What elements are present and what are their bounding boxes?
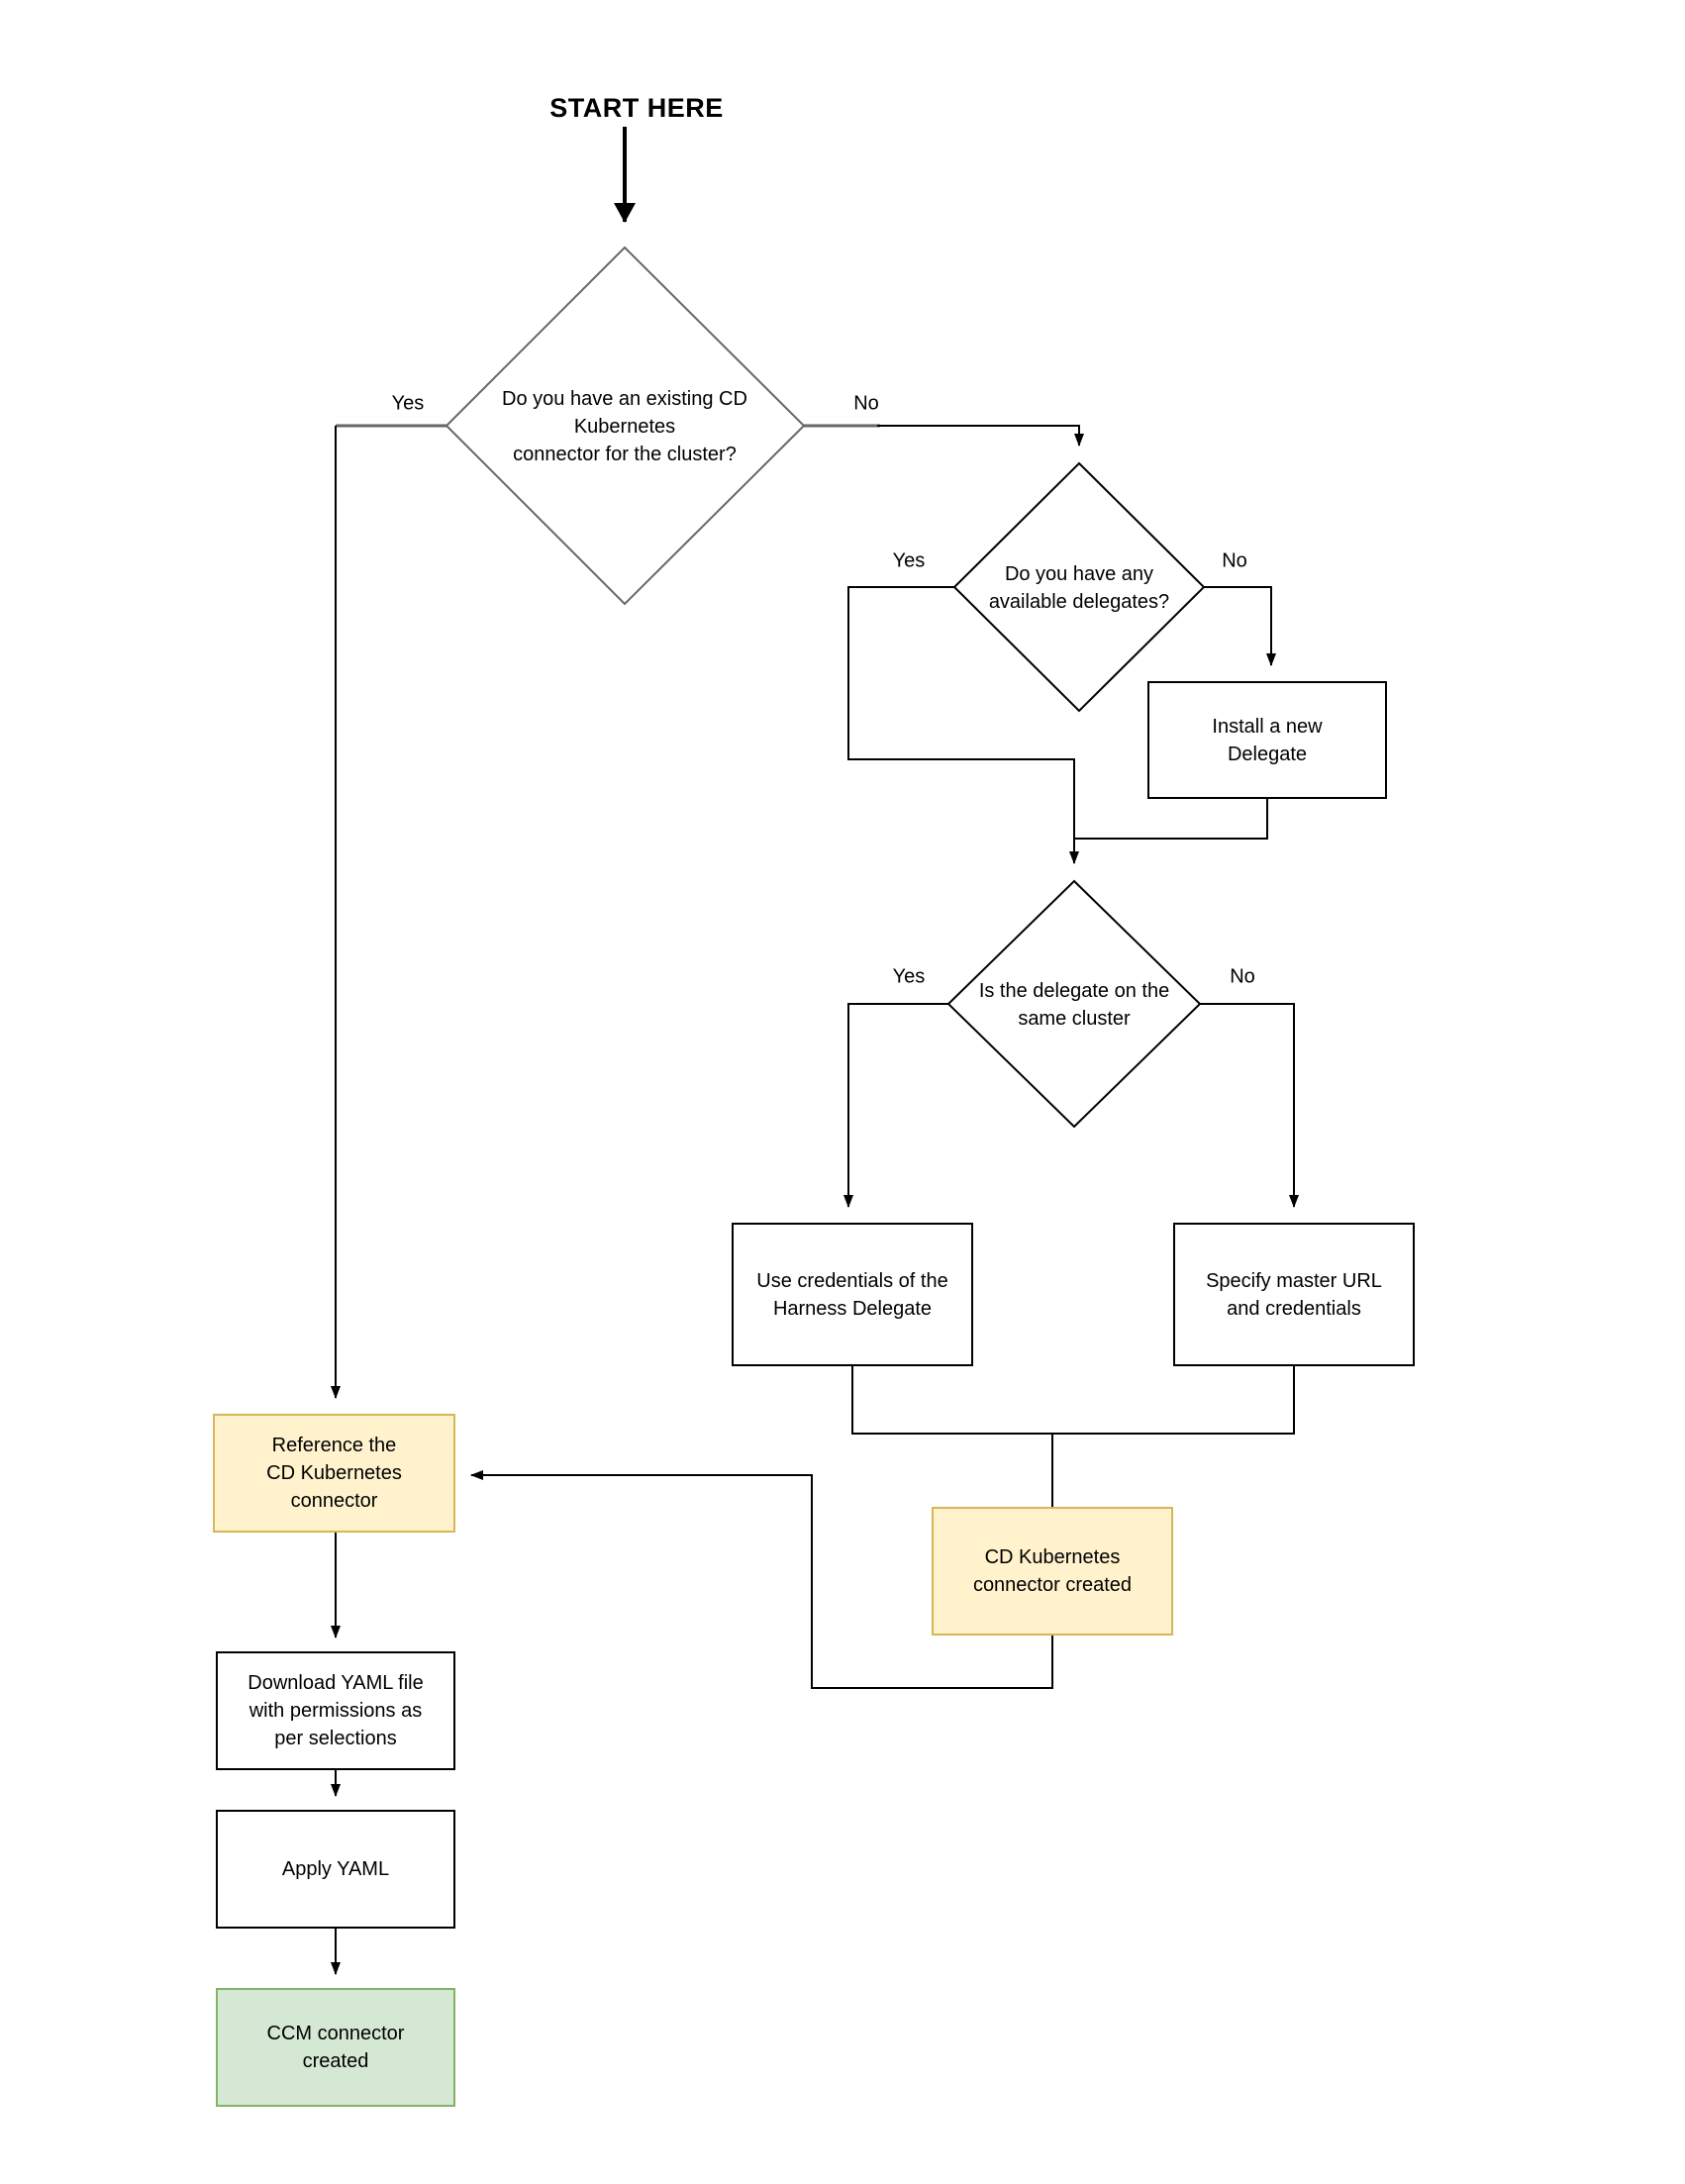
edge-label-no-same-cluster: No — [1230, 965, 1255, 988]
label-line: Do you have any — [1004, 563, 1154, 585]
label-line: created — [302, 2050, 369, 2072]
edge-yes-delegates-to-same-cluster-q — [847, 586, 1079, 864]
node-install-delegate: Install a new Delegate — [1147, 681, 1387, 799]
edge-yes-same-cluster-to-use-credentials — [843, 1003, 948, 1208]
label-line: Delegate — [1227, 743, 1308, 765]
label-line: CCM connector — [266, 2023, 405, 2044]
node-ccm-connector-created: CCM connector created — [216, 1988, 455, 2107]
edge-label-no-existing: No — [853, 392, 879, 415]
diamond-same-cluster-q — [946, 879, 1202, 1129]
diamond-existing-connector-q-label: Do you have an existing CD Kubernetes co… — [446, 385, 803, 468]
label-line: Reference the — [271, 1435, 397, 1456]
node-specify-master-url: Specify master URL and credentials — [1173, 1223, 1415, 1366]
node-cd-connector-created: CD Kubernetes connector created — [932, 1507, 1173, 1636]
diamond-available-delegates-q — [952, 461, 1206, 713]
label-line: connector for the cluster? — [513, 444, 737, 465]
label-line: connector — [290, 1490, 378, 1512]
label-line: with permissions as — [248, 1700, 423, 1722]
label-line: CD Kubernetes — [266, 1462, 402, 1484]
label-line: Specify master URL — [1206, 1269, 1382, 1292]
edge-install-to-same-cluster-q — [1075, 799, 1268, 840]
label-line: Download YAML file — [248, 1672, 424, 1694]
label-line: Do you have an existing CD — [502, 388, 747, 410]
label-line: connector created — [972, 1574, 1133, 1596]
edge-no-same-cluster-to-specify-url — [1200, 1003, 1299, 1208]
label-line: Harness Delegate — [772, 1297, 933, 1320]
diamond-same-cluster-q-label: Is the delegate on the same cluster — [936, 977, 1213, 1033]
label-line: Apply YAML — [281, 1858, 390, 1880]
edge-use-credentials-merge — [851, 1366, 1052, 1435]
node-reference-connector: Reference the CD Kubernetes connector — [213, 1414, 455, 1533]
label-line: Install a new — [1212, 715, 1323, 738]
edge-no-existing-to-delegates-q — [877, 425, 1084, 447]
label-line: Kubernetes — [573, 416, 676, 438]
edge-specify-url-merge — [1052, 1366, 1295, 1435]
edge-label-yes-delegates: Yes — [892, 549, 926, 572]
node-download-yaml: Download YAML file with permissions as p… — [216, 1651, 455, 1770]
page-title: START HERE — [549, 93, 724, 123]
edge-cd-created-to-reference — [470, 1470, 1053, 1689]
diamond-available-delegates-q-label: Do you have any available delegates? — [941, 560, 1218, 616]
label-line: per selections — [274, 1728, 397, 1749]
edge-label-no-delegates: No — [1222, 549, 1247, 572]
label-line: same cluster — [1018, 1008, 1131, 1030]
label-line: available delegates? — [988, 591, 1170, 613]
edge-no-delegates-to-install — [1204, 586, 1276, 666]
edge-label-yes-same-cluster: Yes — [892, 965, 926, 988]
node-apply-yaml: Apply YAML — [216, 1810, 455, 1929]
label-line: and credentials — [1227, 1297, 1361, 1320]
label-line: CD Kubernetes — [984, 1546, 1121, 1568]
diamond-existing-connector-q — [445, 246, 806, 606]
edge-label-yes-existing: Yes — [391, 392, 425, 415]
label-line: Is the delegate on the — [978, 980, 1170, 1002]
node-use-credentials: Use credentials of the Harness Delegate — [732, 1223, 973, 1366]
label-line: Use credentials of the — [756, 1269, 948, 1292]
